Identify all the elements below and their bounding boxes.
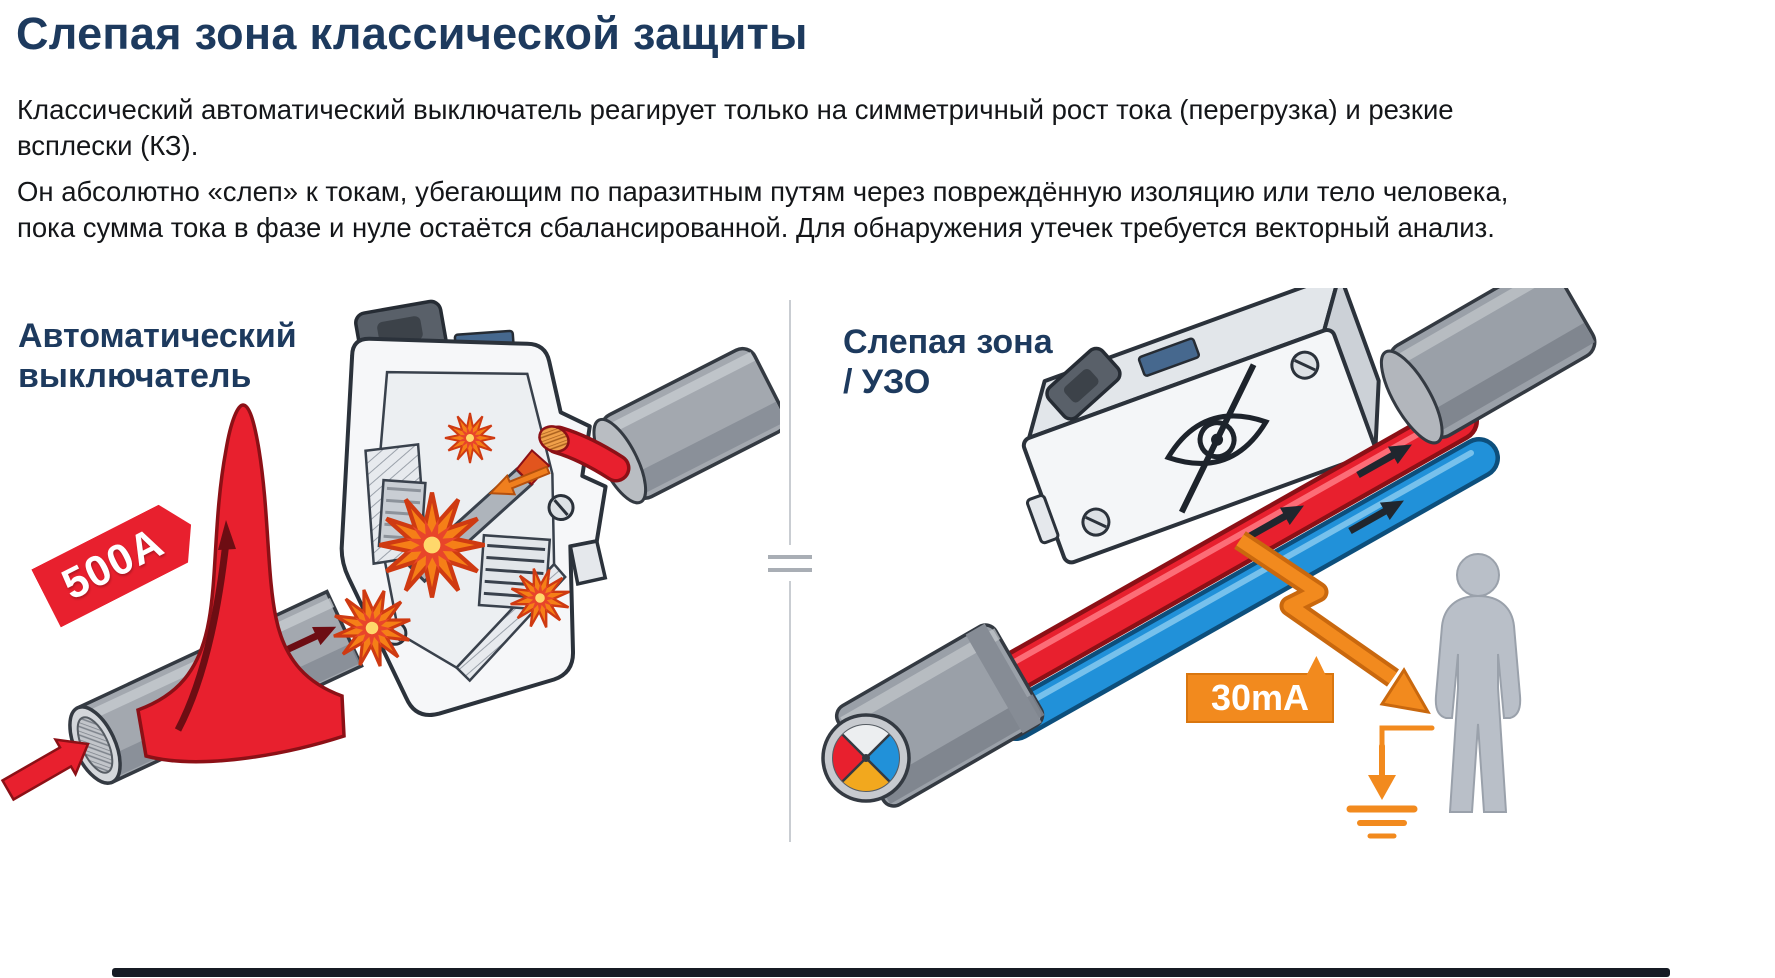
left-panel-label-line2: выключатель <box>18 357 252 396</box>
right-panel-label-line2: / УЗО <box>843 363 931 402</box>
intro-paragraph-1: Классический автоматический выключатель … <box>17 94 1454 161</box>
input-current-arrow <box>0 738 90 802</box>
blind-eye-icon <box>1164 363 1270 514</box>
rcd-breaker <box>1021 288 1381 565</box>
right-panel-label: Слепая зона / УЗО <box>843 322 1053 402</box>
din-clip <box>1026 494 1060 545</box>
cable-sheath-top <box>1379 288 1597 445</box>
leakage-bolt-icon <box>1234 531 1431 715</box>
current-spike-icon <box>136 403 346 764</box>
load-cable-sheath <box>592 346 780 505</box>
ground-icon <box>1346 725 1435 839</box>
circuit-breaker-cutaway <box>339 299 608 717</box>
left-panel-label: Автоматический выключатель <box>18 316 297 396</box>
left-panel-label-line1: Автоматический <box>18 317 297 355</box>
page-title: Слепая зона классической защиты <box>16 8 808 59</box>
right-panel-label-line1: Слепая зона <box>843 323 1053 361</box>
leakage-current-badge: 30mA <box>1186 673 1334 723</box>
rcd-illustration <box>821 288 1597 839</box>
footer-strip <box>112 968 1670 977</box>
breaker-illustration <box>0 299 780 802</box>
severed-phase-wire <box>538 425 631 483</box>
cable-cross-section <box>821 713 911 803</box>
divider-break-symbol <box>763 545 817 581</box>
person-silhouette <box>1434 553 1522 813</box>
rcd-label-window <box>1137 337 1201 377</box>
rcd-toggle <box>1045 346 1122 421</box>
intro-paragraph-2: Он абсолютно «слеп» к токам, убегающим п… <box>17 176 1509 243</box>
din-rail-foot <box>568 539 608 587</box>
